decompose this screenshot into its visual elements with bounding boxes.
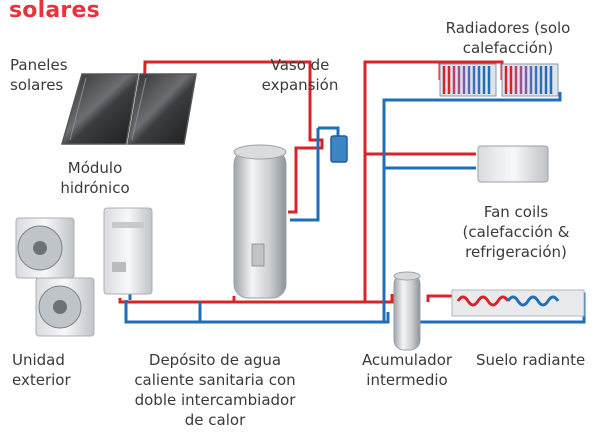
radiators	[439, 63, 559, 97]
label-paneles: Paneles solares	[10, 56, 68, 94]
dhw-tank	[233, 144, 287, 299]
label-radiadores: Radiadores (solo calefacción)	[445, 19, 571, 57]
solar-panels	[61, 73, 197, 145]
floor-heating	[451, 289, 585, 317]
outdoor-units	[15, 217, 95, 337]
label-unidad: Unidad exterior	[12, 351, 71, 389]
hydronic-module	[103, 207, 153, 295]
page-title: solares	[9, 0, 100, 23]
label-vaso: Vaso de expansión	[261, 56, 339, 94]
label-acumulador: Acumulador intermedio	[361, 351, 453, 389]
fan-coil	[477, 145, 549, 183]
label-modulo: Módulo hidrónico	[60, 159, 130, 197]
label-deposito: Depósito de agua caliente sanitaria con …	[134, 351, 296, 429]
label-fancoils: Fan coils (calefacción & refrigeración)	[462, 203, 570, 261]
label-suelo: Suelo radiante	[476, 351, 586, 369]
expansion-vessel	[330, 135, 348, 163]
buffer-tank	[393, 271, 421, 351]
